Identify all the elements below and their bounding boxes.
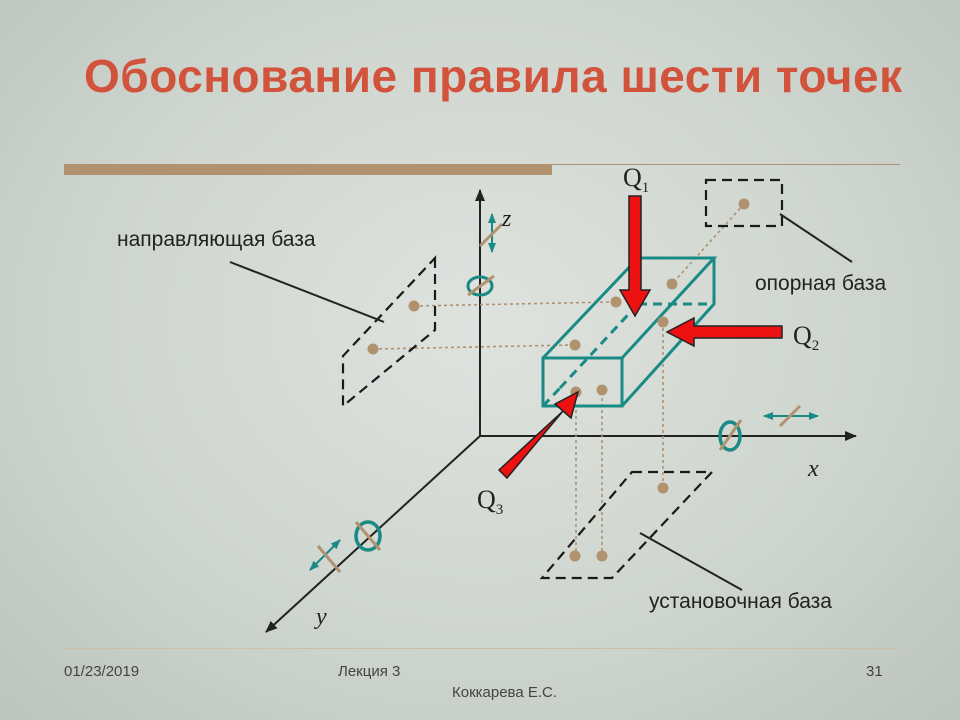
point-part-3 — [666, 278, 678, 290]
point-part-1 — [610, 296, 622, 308]
point-mount-1 — [569, 550, 581, 562]
coordinate-axes — [265, 189, 857, 633]
z-rotation-icon — [466, 274, 495, 297]
footer-page-number: 31 — [866, 663, 883, 680]
page-title: Обоснование правила шести точек — [84, 50, 903, 102]
force-label-q1: Q1 — [623, 163, 649, 196]
support-base-plane — [704, 178, 784, 228]
y-axis — [265, 435, 481, 633]
x-axis-label: x — [807, 456, 819, 482]
mounting-base-label: установочная база — [649, 590, 832, 613]
support-base-label: опорная база — [755, 272, 887, 295]
point-part-2 — [569, 339, 581, 351]
freedom-indicators — [309, 213, 819, 573]
contact-points — [367, 198, 750, 562]
guide-base-plane — [341, 255, 437, 409]
point-part-4 — [657, 316, 669, 328]
title-underline-bar — [64, 164, 552, 175]
guide-base-label: направляющая база — [117, 228, 316, 251]
point-guide-1 — [408, 300, 420, 312]
y-translation-indicator — [309, 539, 342, 573]
title-underline-rule — [552, 164, 900, 165]
y-rotation-icon — [354, 520, 382, 552]
force-arrow-q2 — [665, 316, 783, 348]
z-axis-label: z — [501, 206, 512, 232]
workpiece-box — [541, 256, 718, 408]
footer-divider — [64, 648, 900, 649]
x-translation-indicator — [763, 404, 819, 428]
leader-lines — [229, 213, 853, 591]
point-support-plane — [738, 198, 750, 210]
point-mount-3 — [657, 482, 669, 494]
z-translation-indicator — [478, 213, 504, 253]
force-label-q2: Q2 — [793, 321, 819, 354]
point-part-5 — [596, 384, 608, 396]
base-point-connectors — [372, 203, 745, 556]
mounting-base-plane — [539, 470, 715, 580]
x-rotation-icon — [718, 419, 743, 452]
footer-lecture: Лекция 3 — [338, 663, 401, 680]
force-arrows — [497, 195, 783, 480]
footer-author: Коккарева Е.С. — [452, 684, 558, 701]
force-arrow-q3 — [497, 390, 580, 480]
point-guide-2 — [367, 343, 379, 355]
y-axis-label: y — [314, 604, 327, 630]
footer-date: 01/23/2019 — [64, 663, 140, 680]
point-mount-2 — [596, 550, 608, 562]
force-arrow-q1 — [618, 195, 652, 318]
force-label-q3: Q3 — [477, 485, 503, 518]
